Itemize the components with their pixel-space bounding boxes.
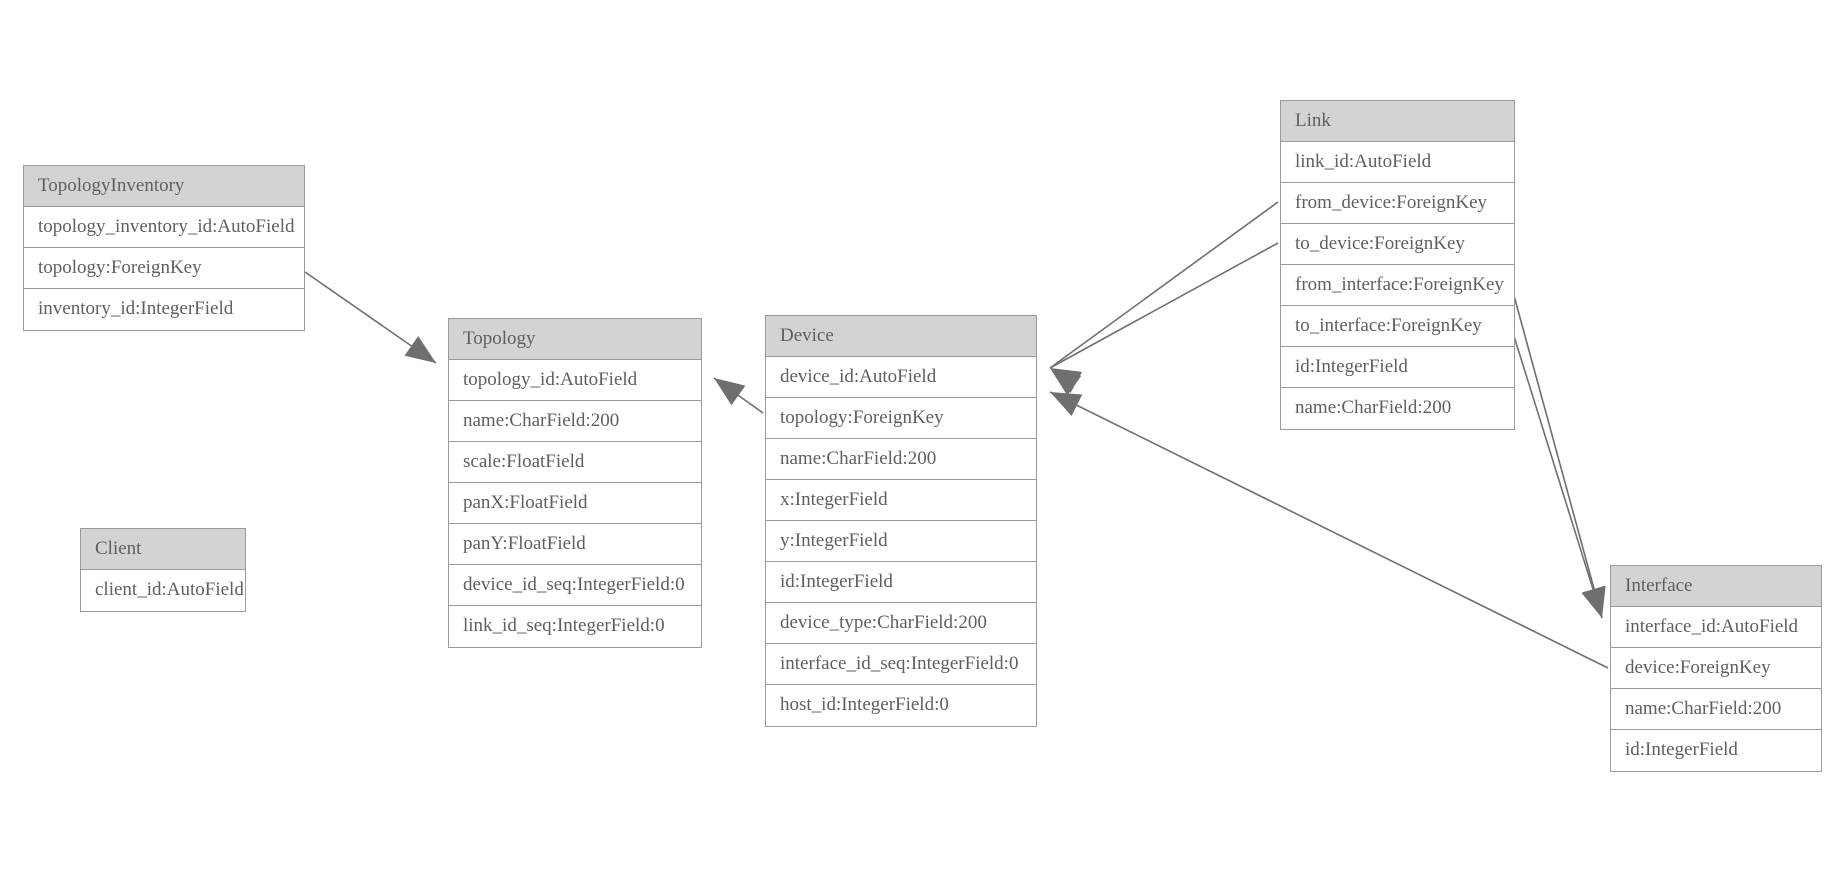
entity-field-row[interactable]: topology:ForeignKey xyxy=(24,248,304,289)
entity-field-row[interactable]: link_id:AutoField xyxy=(1281,142,1514,183)
entity-field-row[interactable]: device_id:AutoField xyxy=(766,357,1036,398)
rel-link-tointerface-interface-arrowhead xyxy=(1581,585,1605,618)
entity-field-row[interactable]: client_id:AutoField xyxy=(95,579,244,600)
entity-field-row[interactable]: y:IntegerField xyxy=(766,521,1036,562)
entity-field-row[interactable]: topology_id:AutoField xyxy=(449,360,701,401)
entity-field-row[interactable]: name:CharField:200 xyxy=(449,401,701,442)
entity-field-row[interactable]: panY:FloatField xyxy=(449,524,701,565)
rel-topologyinventory-topology xyxy=(304,271,437,364)
entity-title-topology: Topology xyxy=(449,319,701,360)
entity-field-row[interactable]: id:IntegerField xyxy=(1281,347,1514,388)
entity-field-row[interactable]: interface_id:AutoField xyxy=(1611,607,1821,648)
entity-field-row[interactable]: name:CharField:200 xyxy=(1611,689,1821,730)
entity-title-link: Link xyxy=(1281,101,1514,142)
entity-field-row[interactable]: name:CharField:200 xyxy=(1295,397,1452,418)
entity-title-interface: Interface xyxy=(1611,566,1821,607)
rel-link-fromdevice-device-arrowhead xyxy=(1050,368,1082,396)
rel-device-topology xyxy=(713,377,764,414)
rel-topologyinventory-topology-arrowhead xyxy=(404,336,436,363)
entity-field-row[interactable]: to_device:ForeignKey xyxy=(1281,224,1514,265)
entity-field-row[interactable]: x:IntegerField xyxy=(766,480,1036,521)
entity-field-row[interactable]: host_id:IntegerField:0 xyxy=(780,694,949,715)
entity-title-device: Device xyxy=(766,316,1036,357)
entity-field-row[interactable]: device:ForeignKey xyxy=(1611,648,1821,689)
entity-title-client: Client xyxy=(81,529,245,570)
entity-field-row[interactable]: from_interface:ForeignKey xyxy=(1281,265,1514,306)
rel-link-frominterface-interface-arrowhead xyxy=(1582,585,1606,618)
rel-link-tointerface-interface xyxy=(1512,332,1603,619)
entity-title-topology_inventory: TopologyInventory xyxy=(24,166,304,207)
rel-link-todevice-device-arrowhead xyxy=(1050,368,1083,393)
entity-field-row[interactable]: id:IntegerField xyxy=(766,562,1036,603)
entity-field-row[interactable]: from_device:ForeignKey xyxy=(1281,183,1514,224)
entity-field-row[interactable]: device_id_seq:IntegerField:0 xyxy=(449,565,701,606)
entity-field-row[interactable]: topology:ForeignKey xyxy=(766,398,1036,439)
rel-link-todevice-device xyxy=(1049,242,1279,369)
rel-link-fromdevice-device xyxy=(1049,201,1279,369)
rel-link-frominterface-interface xyxy=(1512,291,1603,619)
entity-field-row[interactable]: interface_id_seq:IntegerField:0 xyxy=(766,644,1036,685)
entity-field-row[interactable]: link_id_seq:IntegerField:0 xyxy=(463,615,665,636)
rel-interface-device-device xyxy=(1049,391,1609,669)
entity-field-row[interactable]: panX:FloatField xyxy=(449,483,701,524)
rel-device-topology-arrowhead xyxy=(714,378,746,406)
entity-client[interactable]: Client client_id:AutoField xyxy=(80,528,246,612)
entity-field-row[interactable]: topology_inventory_id:AutoField xyxy=(24,207,304,248)
entity-field-row[interactable]: scale:FloatField xyxy=(449,442,701,483)
entity-field-row[interactable]: id:IntegerField xyxy=(1625,739,1738,760)
entity-field-row[interactable]: inventory_id:IntegerField xyxy=(38,298,234,319)
entity-field-row[interactable]: to_interface:ForeignKey xyxy=(1281,306,1514,347)
entity-field-row[interactable]: device_type:CharField:200 xyxy=(766,603,1036,644)
entity-field-row[interactable]: name:CharField:200 xyxy=(766,439,1036,480)
rel-interface-device-device-arrowhead xyxy=(1050,392,1083,417)
